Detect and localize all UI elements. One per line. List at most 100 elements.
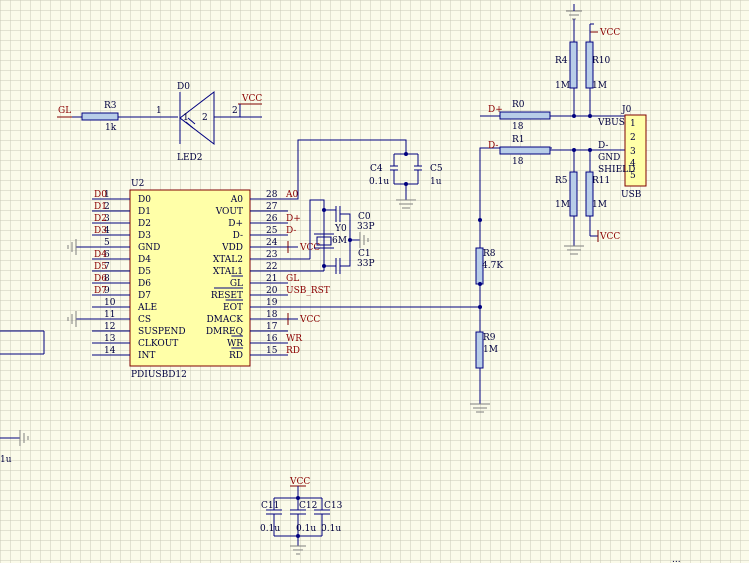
u2-pin-number: 3 (104, 214, 110, 224)
r9-ref: R9 (483, 333, 496, 343)
j0-label-dminus: D- (598, 141, 608, 151)
u2-pin-number: 5 (104, 238, 110, 248)
j0-pin-1: 1 (630, 119, 636, 129)
u2-net-label: D1 (94, 202, 107, 212)
r9-value: 1M (483, 345, 498, 355)
vcc-usb-top: VCC (599, 28, 620, 38)
u2-pin-name: RD (229, 351, 243, 361)
u2-pin-name: D5 (138, 267, 151, 277)
r4-value: 1M (555, 81, 570, 91)
led-ray (185, 121, 194, 129)
page-edge-dots: ... (672, 555, 681, 563)
u2-pin-number: 24 (266, 238, 278, 248)
vcc-bottom: VCC (289, 477, 310, 487)
c4-ref: C4 (370, 164, 383, 174)
u2-pin-number: 15 (266, 346, 278, 356)
led-circuit[interactable]: GL R3 1k 1 D0 1 2 LED2 2 VCC (57, 82, 262, 163)
r0-ref: R0 (512, 100, 525, 110)
ground-crystal (359, 232, 369, 248)
net-dminus-usb: D- (488, 141, 498, 151)
ground-symbol (67, 311, 77, 327)
u2-pin-number: 14 (104, 346, 116, 356)
j0-ref: J0 (621, 105, 632, 115)
u2-net-label: GL (286, 274, 299, 284)
u2-pin-name: D7 (138, 291, 151, 301)
u2-net-label: D0 (94, 190, 107, 200)
u2-net-label: D- (286, 226, 296, 236)
u2-net-label: D7 (94, 286, 107, 296)
ground-left (19, 430, 29, 446)
u2-net-label: USB_RST (286, 286, 330, 296)
r1-resistor (499, 146, 551, 155)
ground-usb-bottom (564, 245, 584, 255)
u2-pin-name: DMREQ (206, 327, 243, 337)
left-partial-circuit: 1u ... (0, 330, 681, 563)
u2-pin-number: 27 (266, 202, 278, 212)
r0-value: 18 (512, 122, 524, 132)
u2-pin-number: 13 (104, 334, 116, 344)
r11-value: 1M (592, 200, 607, 210)
u2-pin-name: A0 (230, 195, 243, 205)
u2-pin-name: GL (230, 279, 243, 289)
u2-pin-number: 11 (104, 310, 115, 320)
crystal-circuit[interactable]: Y0 6M C0 33P C1 33P (288, 199, 375, 274)
reset-divider[interactable]: R8 4.7K R9 1M (288, 147, 552, 413)
usb-section[interactable]: VCC R4 1M R10 1M D+ R0 18 D- R1 18 R5 1M… (480, 4, 647, 255)
r5-resistor (569, 171, 578, 217)
u2-pin-number: 22 (266, 262, 277, 272)
u2-net-label: WR (286, 334, 302, 344)
u2-net-label: D5 (94, 262, 107, 272)
junction (296, 496, 300, 500)
ground-symbol (67, 239, 77, 255)
u2-pin-number: 8 (104, 274, 110, 284)
r4-ref: R4 (555, 56, 568, 66)
c0-value: 33P (357, 222, 375, 232)
r4-resistor (569, 41, 578, 89)
r9-resistor (475, 331, 484, 369)
u2-pin-name: SUSPEND (138, 327, 186, 337)
net-gl-led: GL (58, 106, 71, 116)
u2-pin-number: 28 (266, 190, 278, 200)
j0-label-gnd: GND (598, 153, 620, 163)
junction (478, 282, 482, 286)
j0-label-shield: SHIELD (598, 165, 635, 175)
junction (588, 114, 592, 118)
r3-value: 1k (105, 123, 117, 133)
c11-ref: C11 (261, 501, 279, 511)
r3-resistor (81, 112, 119, 121)
junction (322, 264, 326, 268)
u2-pin-name: D- (233, 231, 243, 241)
u2-pin-number: 19 (266, 298, 278, 308)
u2-pin-number: 18 (266, 310, 278, 320)
vcc-usb-bottom: VCC (599, 232, 620, 242)
c4-value: 0.1u (369, 177, 389, 187)
junction (322, 208, 326, 212)
decoupling-c11-c13[interactable]: VCC C11 0.1u C12 0.1u C13 0.1u (260, 477, 343, 555)
r11-ref: R11 (592, 176, 610, 186)
c13-ref: C13 (324, 501, 343, 511)
c12-ref: C12 (299, 501, 317, 511)
u2-pin-name: DMACK (206, 315, 243, 325)
u2-pin-name: EOT (223, 303, 243, 313)
r8-ref: R8 (483, 249, 496, 259)
r5-ref: R5 (555, 176, 568, 186)
u2-pin-number: 2 (104, 202, 110, 212)
u2-pin-name: XTAL1 (213, 267, 243, 277)
u2-pin-name: VDD (221, 243, 243, 253)
r10-value: 1M (592, 81, 607, 91)
u2-net-label: VCC (299, 315, 320, 325)
led-ray (187, 117, 196, 125)
j0-pin-4: 4 (630, 159, 636, 169)
y0-ref: Y0 (334, 224, 347, 234)
u2-pin-name: INT (138, 351, 155, 361)
led-pin-1: 1 (156, 106, 162, 116)
decoupling-c4-c5[interactable]: C4 0.1u C5 1u (288, 139, 443, 209)
u2-pin-name: ALE (137, 303, 157, 313)
j0-label-vbus: VBUS (597, 118, 625, 128)
wire (309, 199, 325, 259)
y0-body (316, 236, 332, 246)
